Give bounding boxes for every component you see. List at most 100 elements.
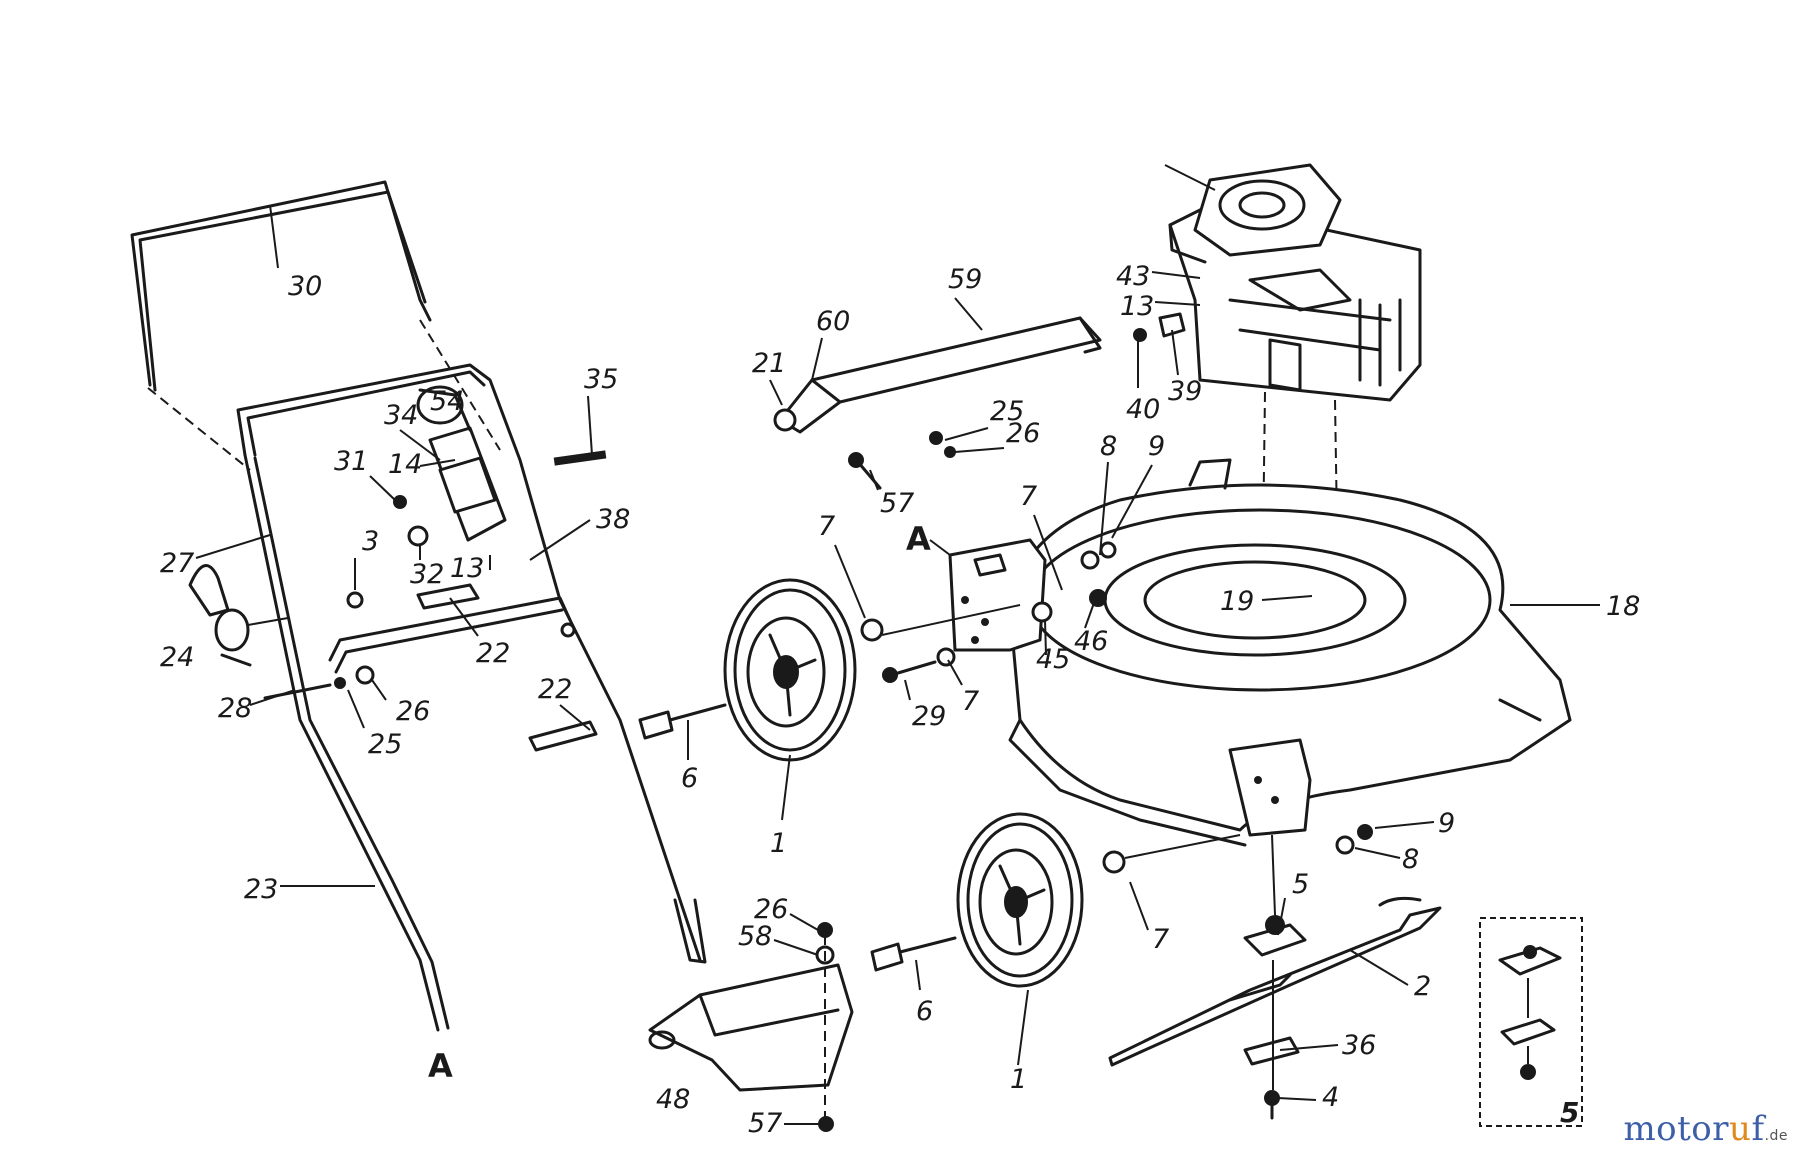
callout-leader-c22b xyxy=(559,704,591,731)
callout-c39: 39 xyxy=(1168,376,1202,407)
callout-c25a: 25 xyxy=(368,729,402,760)
callout-leader-c4 xyxy=(1277,1097,1317,1101)
blade-2 xyxy=(1108,896,1442,1067)
callout-c22b: 22 xyxy=(538,674,572,705)
callout-c22a: 22 xyxy=(476,638,510,669)
callout-leader-c45 xyxy=(1044,619,1047,656)
bolt-29 xyxy=(882,660,937,683)
callout-c57a: 57 xyxy=(880,488,914,519)
cable-bolt-35 xyxy=(553,450,607,466)
callout-c1b: 1 xyxy=(1010,1064,1027,1095)
nut-26c xyxy=(817,922,833,938)
nut-31 xyxy=(393,495,407,509)
callout-c7c: 7 xyxy=(962,686,979,717)
callout-c6a: 6 xyxy=(681,763,698,794)
wing-knob-24 xyxy=(188,564,289,667)
callout-c4: 4 xyxy=(1322,1082,1339,1113)
handle-clip-22a xyxy=(416,583,480,610)
callout-leader-c31 xyxy=(369,475,396,501)
callout-leader-c26c xyxy=(789,913,819,931)
callout-leader-c29 xyxy=(904,679,911,701)
inset-adapter-box xyxy=(1479,917,1583,1127)
callout-c26b: 26 xyxy=(1006,418,1040,449)
callout-c26c: 26 xyxy=(754,894,788,925)
axle-bolt-6a xyxy=(638,703,727,740)
callout-c14: 14 xyxy=(388,449,422,480)
callout-c9b: 9 xyxy=(1438,808,1455,839)
callout-leader-c39 xyxy=(1171,329,1179,376)
callout-c43: 43 xyxy=(1116,261,1150,292)
callout-leader-c59 xyxy=(954,297,983,331)
callout-c45: 45 xyxy=(1036,644,1070,675)
washer-7c xyxy=(936,647,956,667)
callout-c7b: 7 xyxy=(1020,481,1037,512)
handle-connection-line xyxy=(147,387,251,471)
callout-c32: 32 xyxy=(410,559,444,590)
callout-c34: 34 xyxy=(384,400,418,431)
callout-c21: 21 xyxy=(752,348,786,379)
nut-26b xyxy=(944,446,956,458)
callout-leader-c22a xyxy=(449,597,479,637)
callout-leader-c34 xyxy=(399,429,441,461)
callout-leader-c46 xyxy=(1084,599,1096,629)
cover-plate-59 xyxy=(778,316,1102,434)
callout-c36: 36 xyxy=(1342,1030,1376,1061)
callout-c60: 60 xyxy=(816,306,850,337)
callout-c31: 31 xyxy=(334,446,368,477)
callout-c28: 28 xyxy=(218,693,252,724)
callout-c58: 58 xyxy=(738,921,772,952)
callout-cA2: A xyxy=(906,520,931,558)
callout-c46: 46 xyxy=(1074,626,1108,657)
front-wheel-axis-line xyxy=(1124,834,1241,859)
callout-leader-c26b xyxy=(954,447,1005,453)
callout-leader-c5a xyxy=(1277,897,1286,936)
site-logo: motoruf.de xyxy=(1623,1109,1788,1149)
handle-clip-22b xyxy=(528,720,598,752)
callout-leader-c25a xyxy=(347,689,365,729)
washer-8a xyxy=(1080,550,1100,570)
callout-c13a: 13 xyxy=(450,553,484,584)
axle-bolt-6b xyxy=(870,936,957,972)
callout-leader-c8a xyxy=(1099,461,1109,556)
bolt-57b xyxy=(818,1116,834,1132)
callout-leader-c21 xyxy=(769,379,783,406)
callout-c8b: 8 xyxy=(1402,844,1419,875)
nut-46 xyxy=(1089,589,1107,607)
washer-7d xyxy=(1102,850,1126,874)
callout-leader-c27 xyxy=(195,534,271,559)
nut-9a xyxy=(1099,541,1117,559)
callout-leader-c2 xyxy=(1349,949,1409,986)
front-wheel xyxy=(956,812,1084,988)
bolt-57a-head xyxy=(848,452,864,468)
callout-c9a: 9 xyxy=(1148,431,1165,462)
rear-bracket xyxy=(948,538,1047,652)
callout-c30: 30 xyxy=(288,271,322,302)
callout-leader-c30 xyxy=(269,204,279,269)
bolt-28 xyxy=(263,665,375,700)
washer-32 xyxy=(407,525,429,547)
callout-leader-c28 xyxy=(249,689,296,706)
adapter-axis-line xyxy=(1271,834,1276,916)
spacer-36 xyxy=(1243,1036,1300,1066)
callout-cA1: A xyxy=(428,1047,453,1085)
mower-deck xyxy=(1008,458,1572,847)
handle-pivot-bolt xyxy=(560,622,576,638)
rear-flap-48 xyxy=(648,963,854,1092)
callout-c7a: 7 xyxy=(818,511,835,542)
callout-c23: 23 xyxy=(244,874,278,905)
callout-leader-c8b xyxy=(1354,847,1401,859)
upper-handle-bar xyxy=(130,180,432,392)
callout-c35: 35 xyxy=(584,364,618,395)
callout-c48: 48 xyxy=(656,1084,690,1115)
callout-leader-c1b xyxy=(1017,989,1029,1066)
bolt-40 xyxy=(1133,328,1147,342)
callout-leader-c25b xyxy=(944,427,989,441)
washer-8b xyxy=(1335,835,1355,855)
washer-7a xyxy=(860,618,884,642)
washer-45 xyxy=(1031,601,1053,623)
logo-part-1: motor xyxy=(1623,1109,1730,1149)
engine xyxy=(1164,163,1422,402)
